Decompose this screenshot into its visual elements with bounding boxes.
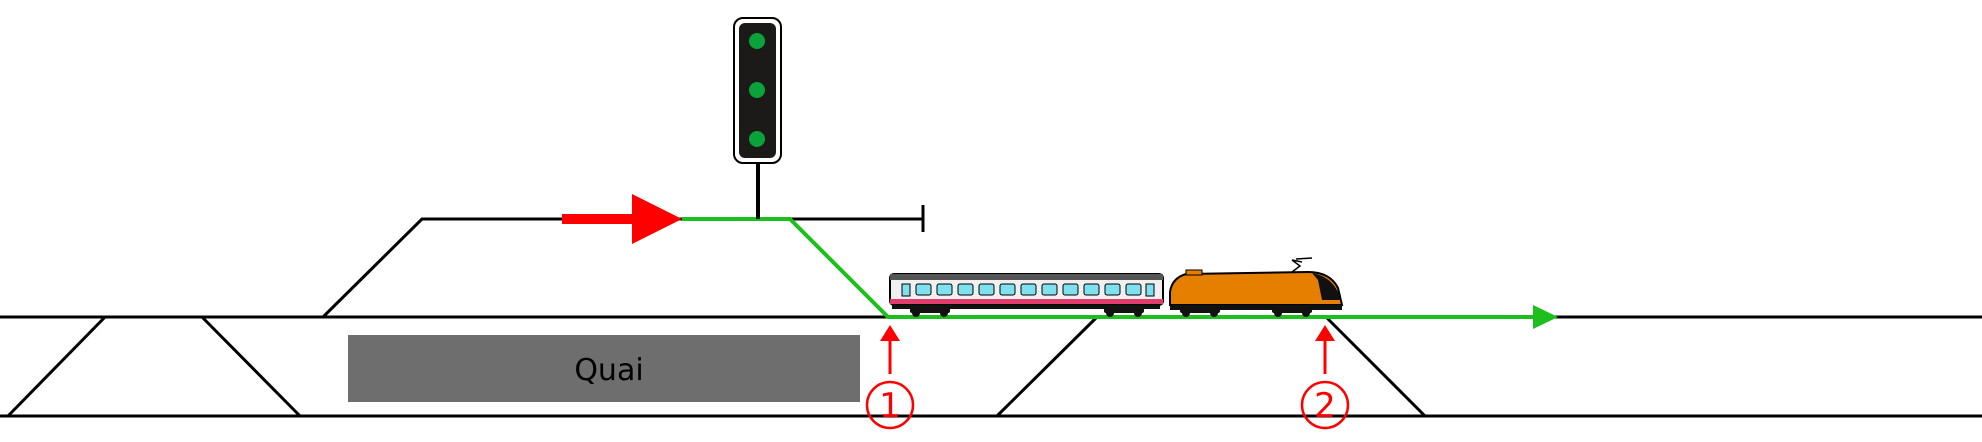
route-path xyxy=(682,217,1535,319)
coach-icon xyxy=(889,273,1164,317)
route-arrowhead xyxy=(1533,305,1558,329)
tracks xyxy=(0,205,1982,418)
siding-track xyxy=(321,217,923,319)
platform-label: Quai xyxy=(574,353,643,388)
signal-lamp-bottom xyxy=(749,131,765,147)
pantograph-icon xyxy=(1291,257,1313,273)
locomotive-icon xyxy=(1169,257,1344,317)
train-icon xyxy=(889,257,1344,317)
signal-lamp-top xyxy=(749,33,765,49)
marker-1-label: 1 xyxy=(879,386,901,426)
marker-2-label: 2 xyxy=(1314,386,1336,426)
marker-2: 2 xyxy=(1300,325,1350,430)
crossover-mid xyxy=(995,315,1099,418)
crossover-right xyxy=(1324,315,1427,418)
crossover-left-a xyxy=(6,315,107,418)
marker-1: 1 xyxy=(865,325,915,430)
entry-arrow xyxy=(562,194,682,244)
crossover-left-b xyxy=(200,315,302,418)
platform-block xyxy=(348,335,860,402)
signal-icon xyxy=(733,17,782,219)
platform: Quai xyxy=(348,335,860,402)
signal-lamp-middle xyxy=(749,82,765,98)
